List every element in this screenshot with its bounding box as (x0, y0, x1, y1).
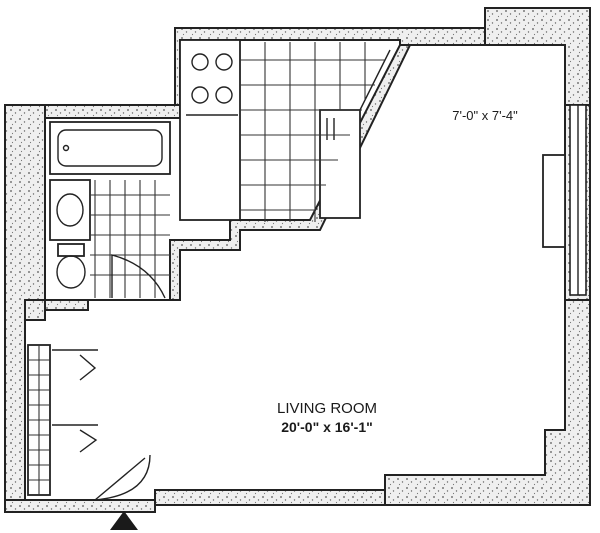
wall-right-lower (384, 299, 591, 506)
sink-icon (56, 193, 84, 227)
toilet-icon (56, 255, 86, 289)
living-room-name: LIVING ROOM (277, 400, 377, 417)
kitchen (179, 39, 391, 221)
kitchen-tile-floor (240, 42, 385, 222)
burner-icon (191, 53, 209, 71)
bathroom-door-swing (111, 254, 166, 299)
entry-arrow-icon (110, 511, 138, 530)
stove (186, 53, 238, 116)
wall-top-right (484, 7, 591, 106)
burner-icon (215, 86, 233, 104)
closet (27, 344, 98, 496)
wall-bath-top (44, 104, 181, 119)
bathroom-tile-floor (90, 180, 170, 298)
burner-icon (215, 53, 233, 71)
upper-room-dimensions: 7'-0" x 7'-4" (452, 108, 518, 123)
refrigerator (319, 109, 361, 219)
wall-bottom (154, 489, 386, 506)
closet-door-swing (52, 349, 98, 381)
living-room-dimensions: 20'-0" x 16'-1" (281, 419, 373, 435)
window-right (542, 104, 587, 296)
toilet-tank (57, 243, 85, 257)
radiator (542, 154, 566, 248)
vanity (49, 179, 91, 241)
closet-door-swing-lower (52, 424, 98, 453)
drain-icon (62, 144, 70, 152)
burner-icon (191, 86, 209, 104)
wall-entry-post (24, 299, 46, 321)
outer-walls (4, 7, 591, 513)
wall-bottom-left (4, 499, 156, 513)
bathroom (49, 121, 171, 299)
entry-door (94, 454, 155, 501)
kitchen-counter (179, 39, 241, 221)
